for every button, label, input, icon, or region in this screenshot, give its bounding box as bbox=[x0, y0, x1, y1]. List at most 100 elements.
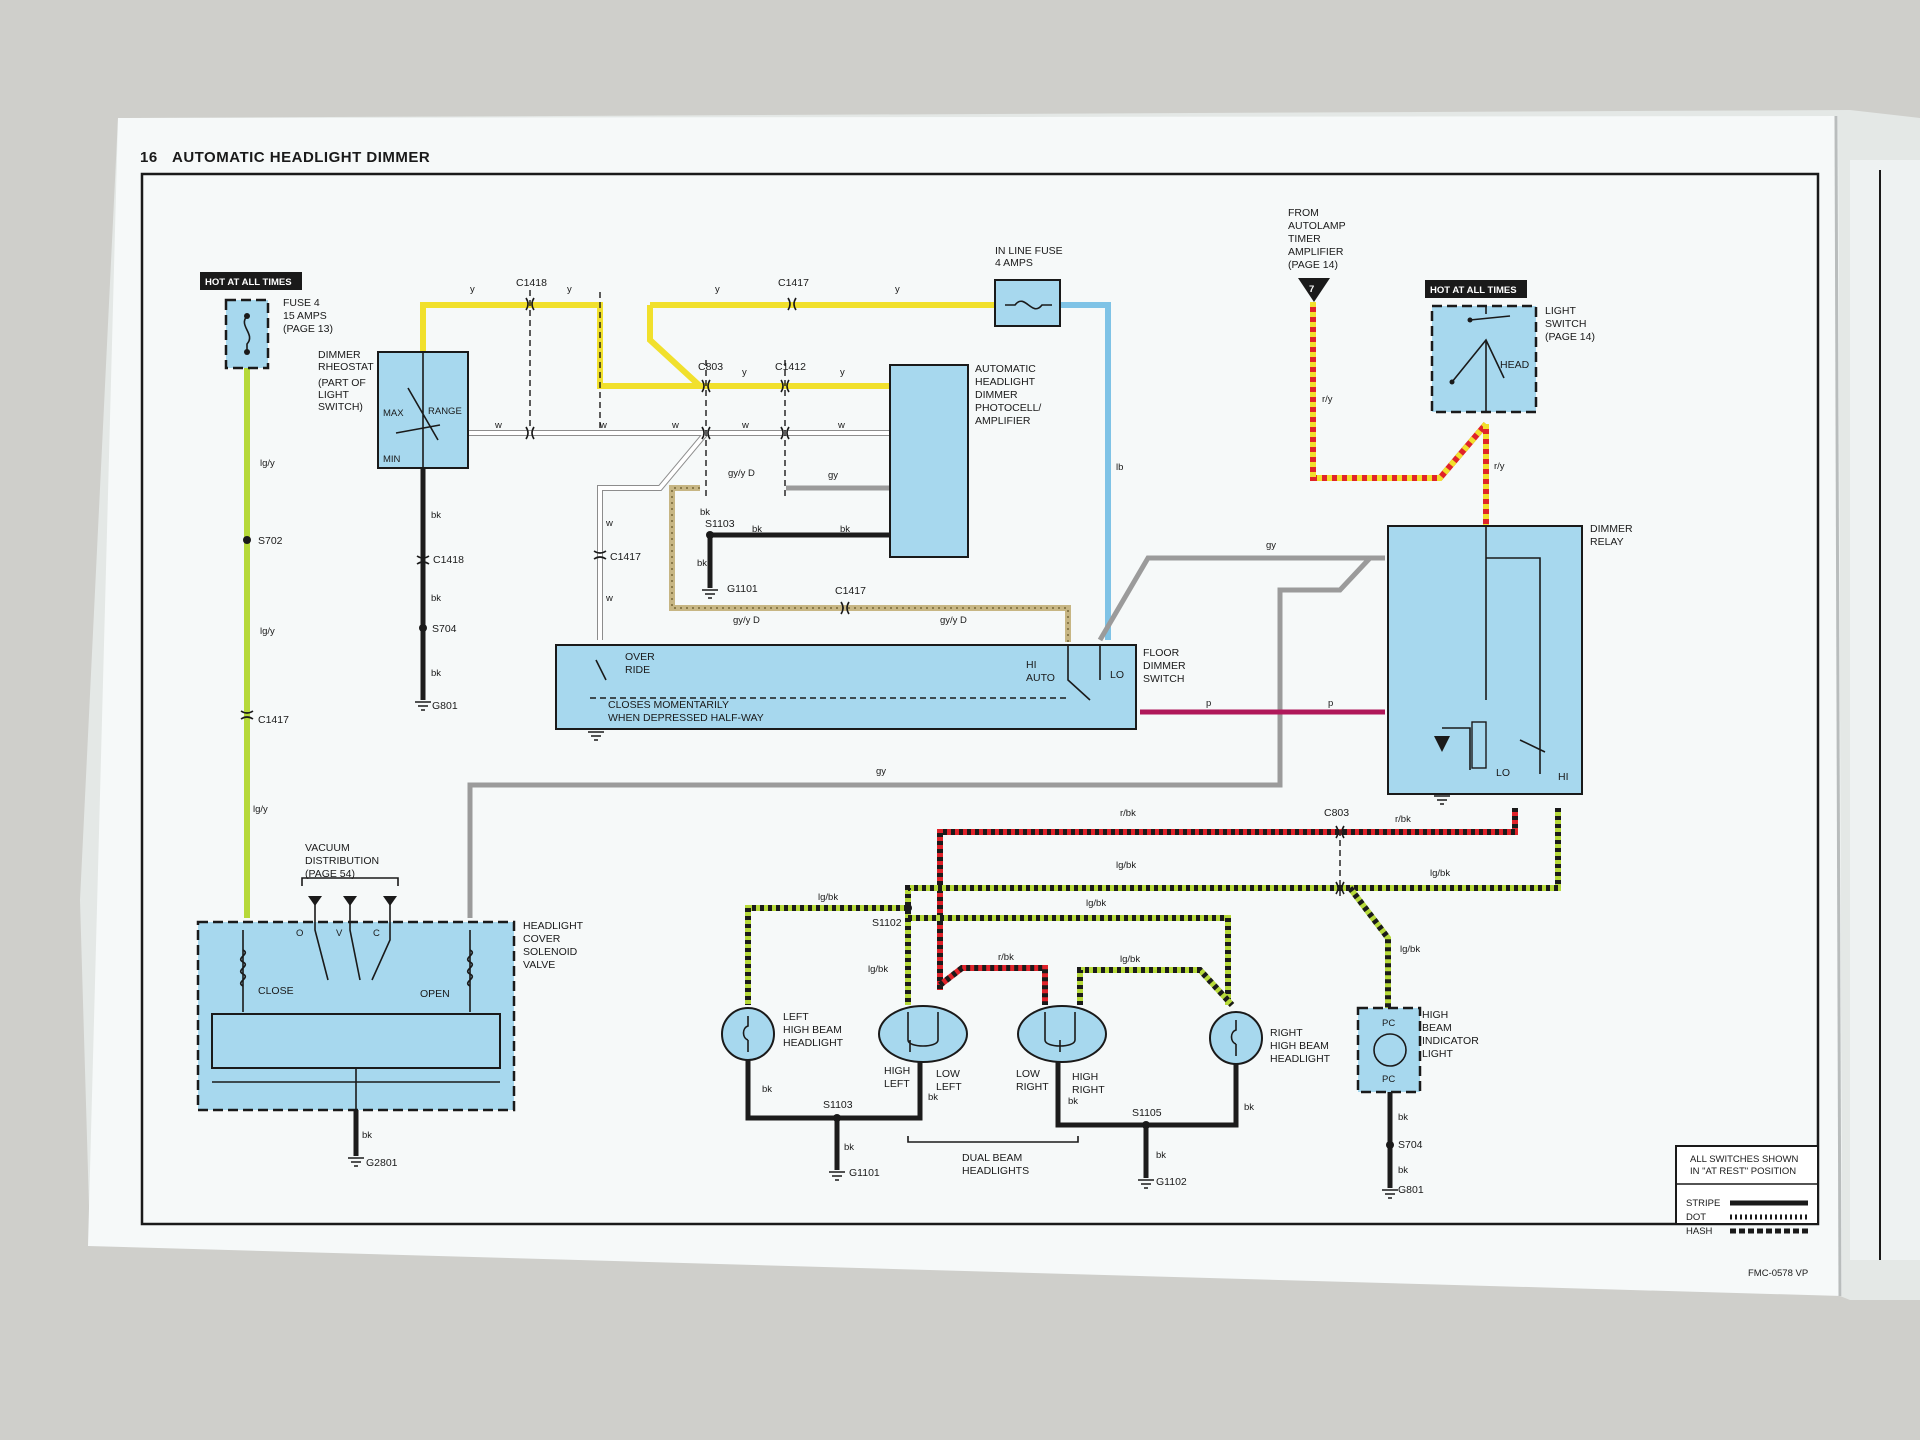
wire-label-lgbk3: lg/bk bbox=[818, 892, 838, 903]
c1412-icon bbox=[780, 379, 790, 393]
wire-label-bk14: bk bbox=[1398, 1112, 1408, 1123]
wire-lgbk-main-stripe bbox=[905, 808, 1561, 1005]
rheostat-wiper-icon bbox=[395, 352, 441, 468]
rheostat-range: RANGE bbox=[428, 406, 462, 417]
hot-badge-right bbox=[1425, 280, 1527, 298]
right-dual-beam-headlight bbox=[1017, 1005, 1107, 1063]
right-hb-filament-icon bbox=[1230, 1020, 1237, 1056]
g2801-icon bbox=[348, 1157, 364, 1167]
wire-rbk-main-stripe bbox=[937, 808, 1518, 990]
right-dual-filament-icon bbox=[1044, 1012, 1076, 1052]
photocell-label-1: AUTOMATIC bbox=[975, 363, 1036, 375]
wire-gy-solenoid bbox=[467, 556, 1372, 918]
wire-label-bk4: bk bbox=[752, 524, 762, 535]
indicator-label-1: HIGH bbox=[1422, 1009, 1448, 1021]
solenoid-ground-bus bbox=[212, 1068, 500, 1110]
solenoid-body bbox=[211, 1013, 501, 1069]
legend-hash: HASH bbox=[1686, 1226, 1713, 1237]
right-hb-label-1: RIGHT bbox=[1270, 1027, 1303, 1039]
c803-w-icon bbox=[701, 426, 790, 440]
relay-coil-icon bbox=[1471, 721, 1487, 769]
g1101-low: G1101 bbox=[849, 1167, 880, 1179]
wire-label-lgy1: lg/y bbox=[260, 458, 275, 469]
light-switch-head: HEAD bbox=[1500, 359, 1530, 371]
autolamp-label-4: AMPLIFIER bbox=[1288, 246, 1344, 258]
floor-switch-lo: LO bbox=[1110, 669, 1124, 681]
wire-label-bk16: bk bbox=[700, 507, 710, 518]
rheostat-label-5: SWITCH) bbox=[318, 401, 363, 413]
wire-label-y5: y bbox=[742, 367, 747, 378]
vacuum-bracket bbox=[301, 877, 399, 886]
s1105-dot bbox=[1142, 1121, 1150, 1129]
valve-o: O bbox=[296, 928, 303, 939]
s702-dot bbox=[243, 536, 251, 544]
vacuum-port-o-icon bbox=[308, 896, 322, 906]
photocell-label-2: HEADLIGHT bbox=[975, 376, 1036, 388]
wire-label-y2: y bbox=[567, 284, 572, 295]
s1103-top: S1103 bbox=[705, 518, 735, 530]
autolamp-connector-icon bbox=[1298, 278, 1330, 302]
wire-label-lb: lb bbox=[1116, 462, 1123, 473]
wire-label-gy1: gy bbox=[828, 470, 838, 481]
relay-ground-icon bbox=[1434, 795, 1450, 805]
page-number: 16 bbox=[140, 149, 158, 166]
hot-badge-left bbox=[200, 272, 302, 290]
override-label-1: OVER bbox=[625, 651, 655, 663]
autolamp-label-1: FROM bbox=[1288, 207, 1319, 219]
s702: S702 bbox=[258, 535, 283, 547]
c1418-mid-icon bbox=[416, 555, 430, 565]
s1103-low-dot bbox=[833, 1114, 841, 1122]
fuse-4-label-3: (PAGE 13) bbox=[283, 323, 333, 335]
g801-b: G801 bbox=[1398, 1184, 1424, 1196]
low-right-1: LOW bbox=[1016, 1068, 1040, 1080]
closes-label-2: WHEN DEPRESSED HALF-WAY bbox=[608, 712, 764, 724]
c803-top-icon bbox=[701, 379, 711, 393]
light-switch-contacts-icon bbox=[1451, 306, 1511, 412]
wire-label-bk7: bk bbox=[362, 1130, 372, 1141]
diagram-frame bbox=[140, 172, 1820, 1226]
floor-switch-label-3: SWITCH bbox=[1143, 673, 1184, 685]
wire-label-rbk1: r/bk bbox=[1120, 808, 1136, 819]
fuse-4-label-1: FUSE 4 bbox=[283, 297, 320, 309]
wire-label-bk2: bk bbox=[431, 593, 441, 604]
s704-b: S704 bbox=[1398, 1139, 1423, 1151]
dimmer-relay-internals-icon bbox=[1442, 526, 1546, 774]
c803-low-icon bbox=[1335, 825, 1345, 895]
right-hb-label-3: HEADLIGHT bbox=[1270, 1053, 1331, 1065]
low-right-2: RIGHT bbox=[1016, 1081, 1049, 1093]
g801-a-icon bbox=[415, 701, 431, 711]
s1105: S1105 bbox=[1132, 1107, 1162, 1119]
wire-gyyd-dots bbox=[671, 487, 1069, 642]
wire-label-y3: y bbox=[715, 284, 720, 295]
relay-hi: HI bbox=[1558, 771, 1569, 783]
left-hb-label-2: HIGH BEAM bbox=[783, 1024, 842, 1036]
s1103-top-dot bbox=[706, 531, 714, 539]
photocell-label-3: DIMMER bbox=[975, 389, 1018, 401]
indicator-pc-bottom: PC bbox=[1382, 1074, 1395, 1085]
legend-dot: DOT bbox=[1686, 1212, 1706, 1223]
g2801: G2801 bbox=[366, 1157, 398, 1169]
low-left-2: LEFT bbox=[936, 1081, 962, 1093]
wire-label-bk11: bk bbox=[1068, 1096, 1078, 1107]
wire-label-bk8: bk bbox=[762, 1084, 772, 1095]
wire-label-bk5: bk bbox=[840, 524, 850, 535]
c1418-mid: C1418 bbox=[433, 554, 464, 566]
c1417-left-icon bbox=[240, 710, 254, 720]
wire-label-w1: w bbox=[494, 420, 502, 431]
g801-a: G801 bbox=[432, 700, 458, 712]
wire-label-lgbk1: lg/bk bbox=[1116, 860, 1136, 871]
hi-auto-label-1: HI bbox=[1026, 659, 1037, 671]
floor-switch-label-1: FLOOR bbox=[1143, 647, 1180, 659]
g1101-top: G1101 bbox=[727, 583, 758, 595]
c1417-left: C1417 bbox=[258, 714, 289, 726]
rheostat-label-3: (PART OF bbox=[318, 377, 366, 389]
s704-a: S704 bbox=[432, 623, 457, 635]
fuse-4-element-icon bbox=[243, 315, 251, 352]
wire-label-lgbk5: lg/bk bbox=[868, 964, 888, 975]
c1417-mid: C1417 bbox=[610, 551, 641, 563]
wire-label-bk12: bk bbox=[1244, 1102, 1254, 1113]
wire-lgbk-right-stripe bbox=[908, 915, 1231, 1005]
fuse-4-label-2: 15 AMPS bbox=[283, 310, 327, 322]
wire-label-gyd3: gy/y D bbox=[940, 615, 967, 626]
vacuum-port-v-icon bbox=[343, 896, 357, 906]
